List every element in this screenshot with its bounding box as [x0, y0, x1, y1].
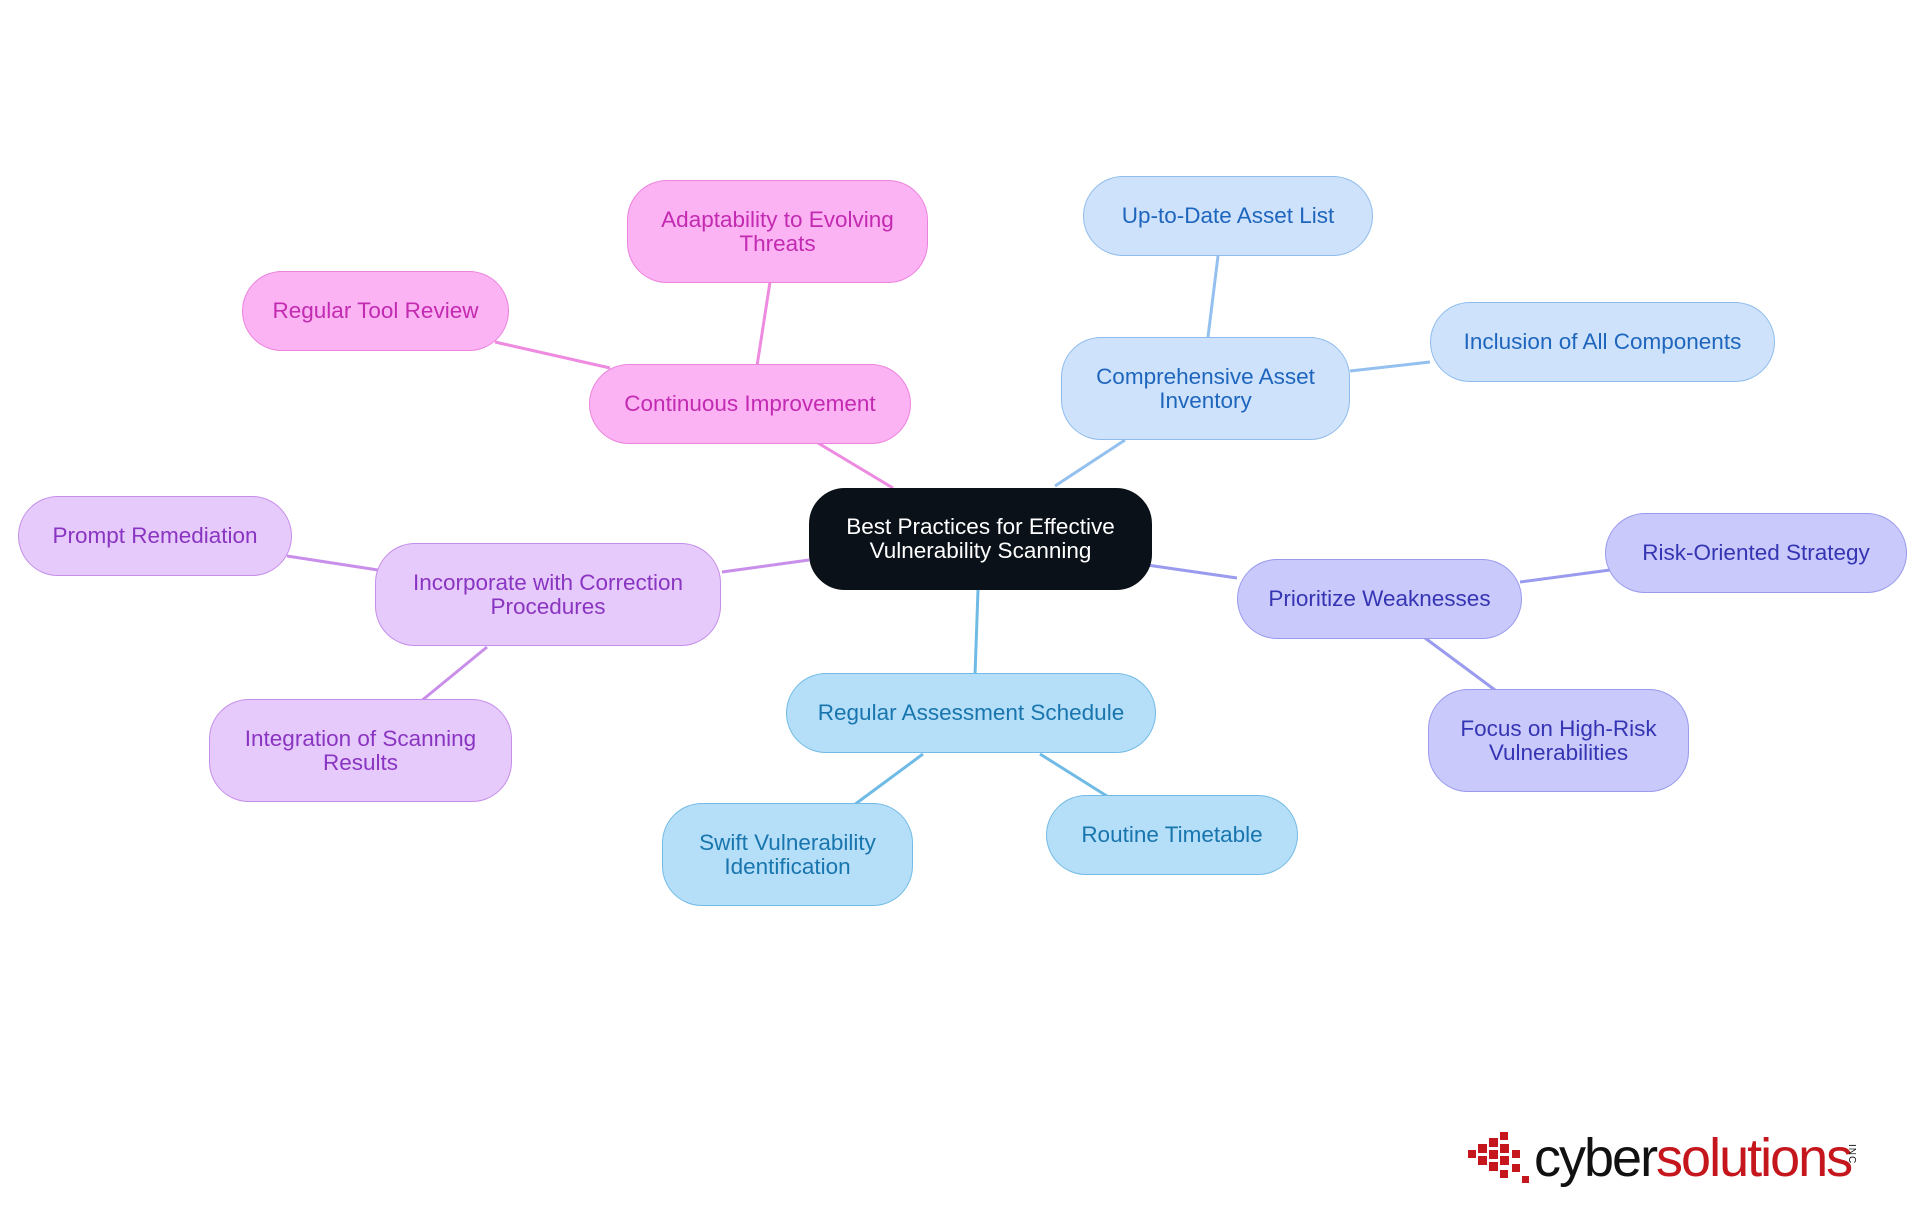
edge-corr-integration — [419, 645, 488, 704]
cybersolutions-logo: cybersolutions INC — [1468, 1122, 1868, 1194]
node-routine-timetable: Routine Timetable — [1046, 795, 1298, 875]
node-regular-tool-review: Regular Tool Review — [242, 271, 509, 351]
edge-root-prio — [1146, 563, 1238, 580]
node-prompt-remediation: Prompt Remediation — [18, 496, 292, 576]
edge-asset-inclusion — [1349, 360, 1431, 373]
edge-sched-swift — [849, 752, 924, 810]
node-risk-oriented-strategy: Risk-Oriented Strategy — [1605, 513, 1907, 593]
logo-text-cyber: cyber — [1534, 1128, 1658, 1188]
edge-asset-uptodate — [1206, 255, 1220, 338]
edge-root-corr — [721, 558, 810, 574]
edge-cont-review — [494, 340, 611, 370]
node-integration-of-scanning-results: Integration of Scanning Results — [209, 699, 512, 802]
edge-root-asset — [1054, 438, 1126, 488]
node-comprehensive-asset-inventory: Comprehensive Asset Inventory — [1061, 337, 1350, 440]
edge-cont-adapt — [755, 281, 772, 367]
edge-prio-focus — [1424, 636, 1496, 692]
edge-corr-prompt — [286, 554, 379, 572]
logo-text-inc: INC — [1846, 1144, 1857, 1165]
node-incorporate-with-correction-procedures: Incorporate with Correction Procedures — [375, 543, 721, 646]
edge-sched-routine — [1039, 752, 1111, 800]
edge-prio-risk — [1519, 568, 1611, 584]
root-node: Best Practices for Effective Vulnerabili… — [809, 488, 1152, 590]
node-adaptability-to-evolving-threats: Adaptability to Evolving Threats — [627, 180, 928, 283]
node-regular-assessment-schedule: Regular Assessment Schedule — [786, 673, 1156, 753]
node-swift-vulnerability-identification: Swift Vulnerability Identification — [662, 803, 913, 906]
logo-text-solutions: solutions — [1656, 1128, 1853, 1188]
edge-root-cont — [817, 441, 894, 490]
node-inclusion-of-all-components: Inclusion of All Components — [1430, 302, 1775, 382]
node-focus-on-high-risk-vulnerabilities: Focus on High-Risk Vulnerabilities — [1428, 689, 1689, 792]
logo-wordmark: cybersolutions — [1534, 1122, 1853, 1194]
node-continuous-improvement: Continuous Improvement — [589, 364, 911, 444]
node-up-to-date-asset-list: Up-to-Date Asset List — [1083, 176, 1373, 256]
node-prioritize-weaknesses: Prioritize Weaknesses — [1237, 559, 1522, 639]
red-cubes-logo-icon — [1468, 1132, 1529, 1183]
edge-root-sched — [973, 589, 980, 676]
